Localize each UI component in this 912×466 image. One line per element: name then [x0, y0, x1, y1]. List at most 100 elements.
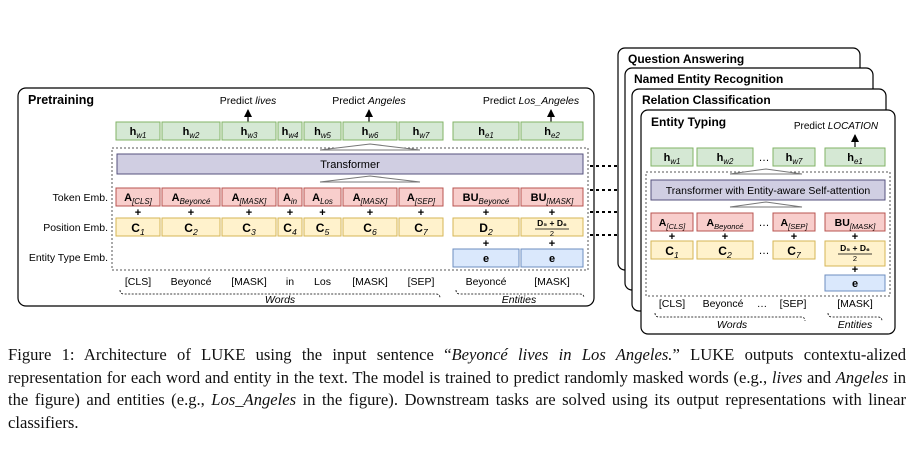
transformer-out-arrow — [319, 143, 421, 151]
position-embedding-label: C4 — [283, 221, 297, 237]
hidden-state-box — [115, 121, 161, 141]
hidden-state-box — [277, 121, 303, 141]
plus-sign: + — [483, 207, 489, 219]
plus-sign: + — [549, 207, 555, 219]
token-embedding-box — [342, 187, 398, 207]
position-embedding-box — [452, 217, 520, 237]
predict-label-3: Predict Los_Angeles — [483, 95, 580, 107]
position-embedding-box — [342, 217, 398, 237]
token-embedding-box — [398, 187, 444, 207]
token-embedding-box — [520, 187, 584, 207]
et-position-embedding-label: C2 — [718, 244, 732, 260]
token-embedding-box — [277, 187, 303, 207]
task-title-rc: Relation Classification — [642, 93, 771, 107]
hidden-state-label: he1 — [478, 126, 494, 140]
hidden-state-label: hw1 — [130, 126, 147, 140]
plus-sign: + — [852, 231, 858, 243]
ellipsis: … — [759, 152, 770, 164]
et-token-embedding-label: A[CLS] — [659, 217, 686, 231]
predict-label-2: Predict Angeles — [332, 95, 406, 107]
entities-brace — [455, 289, 585, 299]
et-input-word: [SEP] — [780, 298, 807, 310]
et-hidden-state-box — [824, 147, 886, 167]
et-position-embedding-fraction-num: D₅ + D₆ — [840, 243, 870, 253]
row-label-position: Position Emb. — [43, 222, 108, 234]
hidden-state-label: hw5 — [314, 126, 331, 140]
token-embedding-box — [452, 187, 520, 207]
plus-sign: + — [549, 238, 555, 250]
et-transformer-out-arrow — [729, 168, 803, 175]
token-embedding-label: ALos — [312, 192, 333, 206]
pretraining-plus-signs: +++++++++++ — [135, 207, 555, 250]
position-embedding-label: C5 — [316, 221, 330, 237]
input-word: [CLS] — [125, 276, 151, 288]
input-entity: Beyoncé — [466, 276, 507, 288]
input-word: [MASK] — [352, 276, 388, 288]
et-position-embedding-label: C1 — [665, 244, 679, 260]
hidden-state-label: hw6 — [362, 126, 379, 140]
et-input-word: … — [757, 298, 768, 310]
row-label-token: Token Emb. — [53, 192, 108, 204]
task-title-qa: Question Answering — [628, 52, 744, 66]
et-position-embedding-box — [824, 240, 886, 267]
plus-sign: + — [669, 231, 675, 243]
et-token-embedding-label: ABeyoncé — [707, 217, 744, 231]
et-hidden-state-box — [772, 147, 816, 167]
et-position-embedding-label: C7 — [787, 244, 802, 260]
token-embedding-label: A[SEP] — [407, 192, 436, 206]
input-word: [MASK] — [231, 276, 267, 288]
hidden-state-box — [452, 121, 520, 141]
et-transformer-in-arrow — [729, 201, 803, 208]
et-input-word: Beyoncé — [703, 298, 744, 310]
input-word: in — [286, 276, 294, 288]
et-words-brace — [654, 312, 806, 322]
position-embedding-box — [520, 217, 584, 237]
hidden-state-box — [398, 121, 444, 141]
token-embedding-label: BUBeyoncé — [463, 192, 510, 206]
et-token-embedding-label: A[SEP] — [781, 217, 809, 231]
et-transformer-block — [650, 179, 886, 201]
position-embedding-fraction-den: 2 — [550, 229, 554, 238]
token-embedding-box — [221, 187, 277, 207]
task-title-entity-typing: Entity Typing — [651, 115, 726, 129]
position-embedding-label: D2 — [479, 221, 493, 237]
ellipsis: … — [759, 217, 770, 229]
hidden-state-label: hw7 — [413, 126, 430, 140]
hidden-state-box — [161, 121, 221, 141]
pretraining-title: Pretraining — [28, 93, 94, 107]
et-hidden-state-box — [650, 147, 694, 167]
task-title-ner: Named Entity Recognition — [634, 72, 783, 86]
et-input-entity: [MASK] — [837, 298, 873, 310]
ellipsis: … — [759, 245, 770, 257]
input-word: Beyoncé — [171, 276, 212, 288]
token-embedding-label: ABeyoncé — [172, 192, 211, 206]
et-token-embedding-box — [650, 212, 694, 232]
plus-sign: + — [287, 207, 293, 219]
token-embedding-box — [303, 187, 342, 207]
plus-sign: + — [246, 207, 252, 219]
position-embedding-label: C7 — [414, 221, 429, 237]
token-embedding-label: A[MASK] — [232, 192, 268, 206]
et-predict-label: Predict LOCATION — [794, 121, 879, 132]
et-hidden-state-label: hw7 — [786, 152, 803, 166]
hidden-state-box — [520, 121, 584, 141]
entity-type-embedding-label: e — [549, 253, 555, 265]
transformer-in-arrow — [319, 175, 421, 183]
et-words-label: Words — [717, 319, 748, 331]
plus-sign: + — [483, 238, 489, 250]
et-position-embedding-fraction-den: 2 — [853, 254, 857, 263]
et-entities-label: Entities — [838, 319, 873, 331]
token-embedding-label: A[CLS] — [124, 192, 153, 206]
position-embedding-fraction-num: D₅ + D₆ — [537, 218, 567, 228]
predict-label-1: Predict lives — [220, 95, 277, 107]
transformer-block — [116, 153, 584, 175]
et-position-embedding-box — [696, 240, 754, 260]
entity-type-embedding-box — [520, 248, 584, 268]
plus-sign: + — [319, 207, 325, 219]
position-embedding-fraction: D₅ + D₆2 — [535, 218, 569, 238]
